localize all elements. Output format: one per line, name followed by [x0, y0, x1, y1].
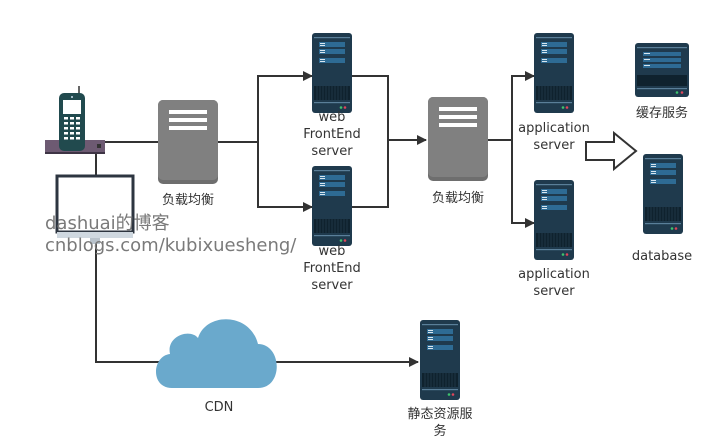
static-label: 静态资源服 务	[395, 406, 485, 440]
app1-label-line1: application	[518, 121, 590, 136]
connectors	[95, 71, 535, 367]
edge-lb1-web2	[257, 142, 313, 212]
web1-label-line1: web	[318, 110, 346, 125]
server-tower-icon	[419, 319, 461, 401]
app2-label-line2: server	[533, 284, 575, 299]
cloud-icon	[156, 319, 277, 388]
static-label-line2: 务	[433, 424, 447, 439]
cdn-label: CDN	[204, 400, 234, 415]
app1-label-line2: server	[533, 138, 575, 153]
load-balancer-icon	[428, 97, 488, 181]
watermark-line2: cnblogs.com/kubixuesheng/	[45, 235, 297, 256]
server-tower-icon	[311, 165, 353, 247]
app2-label: application server	[504, 266, 604, 300]
static-label-line1: 静态资源服	[407, 407, 473, 422]
edge-lb2-app1	[511, 71, 535, 140]
edge-lb1-web1	[257, 71, 313, 142]
database-label: database	[631, 249, 693, 264]
web2-label-line3: server	[311, 278, 353, 293]
hollow-arrow-icon	[585, 130, 638, 172]
server-box-icon	[635, 43, 689, 97]
web1-label-line2: FrontEnd	[303, 127, 361, 142]
lb1-label: 负载均衡	[161, 193, 214, 208]
web1-label-line3: server	[311, 144, 353, 159]
cache-label: 缓存服务	[635, 106, 688, 121]
phone-base-icon	[45, 86, 105, 154]
server-tower-icon	[311, 32, 353, 114]
app1-label: application server	[504, 120, 604, 154]
server-tower-icon	[642, 153, 684, 235]
edge-pc-cdn	[95, 238, 160, 363]
app2-label-line1: application	[518, 267, 590, 282]
edge-lb2-app2	[511, 140, 535, 228]
server-tower-icon	[533, 32, 575, 114]
watermark-line1: dashuai的博客	[45, 213, 170, 234]
web2-label-line1: web	[318, 244, 346, 259]
web2-label: web FrontEnd server	[292, 243, 372, 294]
web2-label-line2: FrontEnd	[303, 261, 361, 276]
monitor-icon	[55, 174, 135, 244]
server-tower-icon	[533, 179, 575, 261]
web1-label: web FrontEnd server	[292, 109, 372, 160]
lb2-label: 负载均衡	[431, 191, 484, 206]
edge-web-merge	[352, 75, 389, 208]
load-balancer-icon	[158, 100, 218, 184]
